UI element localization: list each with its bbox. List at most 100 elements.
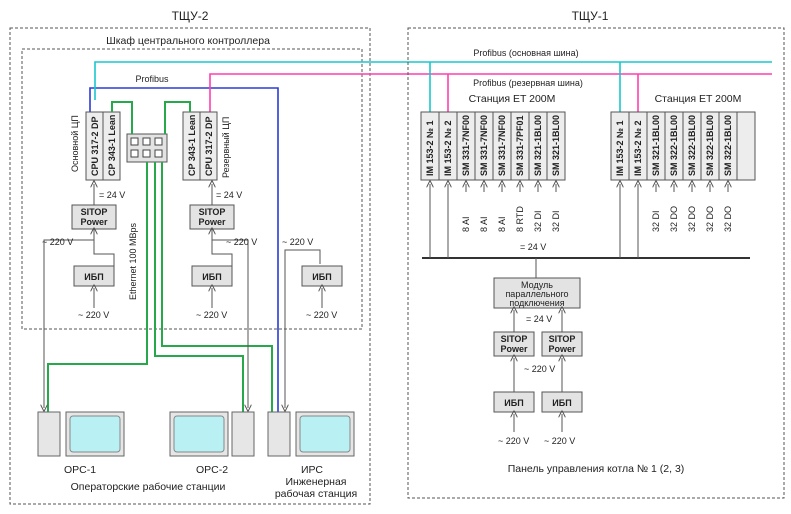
sitop-mid <box>189 204 235 230</box>
ethernet-cp-right <box>164 101 191 134</box>
station1-io-label-3: 8 AI <box>497 216 507 232</box>
parallel-module <box>493 277 581 309</box>
station1-io-label-5: 32 DI <box>533 210 543 232</box>
opc1-label: OPC-1 <box>64 464 96 476</box>
local-profibus-label: Profibus <box>135 74 169 84</box>
station1-module-label-6: SM 331-7PF01 <box>515 115 525 176</box>
parallel-module-line3: подключения <box>509 298 564 308</box>
cpu-primary-caption: Основной ЦП <box>70 115 80 172</box>
station1-io-label-1: 8 AI <box>461 216 471 232</box>
parallel-module-line1: Модуль <box>521 280 553 290</box>
cpu-rack-right: CP 343-1 Lean CPU 317-2 DP Резервный ЦП <box>182 111 231 181</box>
operator-stations-caption: Операторские рабочие станции <box>71 481 226 493</box>
station1-module-8 <box>546 111 566 181</box>
ethernet-cp-left <box>111 101 133 134</box>
ethernet-irs <box>161 162 273 412</box>
station1-module-label-3: SM 331-7NF00 <box>461 115 471 176</box>
station2-io-label-1: 32 DI <box>651 210 661 232</box>
station2-io-label-3: 32 DO <box>687 206 697 232</box>
sitop-right-2-line2: Power <box>548 344 576 354</box>
ethernet-opc1 <box>47 162 148 412</box>
right-v220-label-1: ~ 220 V <box>524 364 555 374</box>
profibus-main-label: Profibus (основная шина) <box>473 48 578 58</box>
parallel-module-line2: параллельного <box>505 289 568 299</box>
engineering-station-line2: рабочая станция <box>275 488 357 500</box>
tshu2-title: ТЩУ-2 <box>172 9 209 23</box>
engineering-station-line1: Инженерная <box>285 476 346 488</box>
cp-module-right-label: CP 343-1 Lean <box>187 115 197 176</box>
mid-v220-1: ~ 220 V <box>226 237 257 247</box>
irs-label: ИРС <box>301 464 323 476</box>
station1-io-label-2: 8 AI <box>479 216 489 232</box>
profibus-reserve-line <box>209 73 772 120</box>
ethernet-opc2 <box>154 162 244 412</box>
right-v220-2: ~ 220 V <box>306 310 337 320</box>
ups-mid-label: ИБП <box>202 272 221 282</box>
station2-io-label-2: 32 DO <box>669 206 679 232</box>
station2-module-label-5: SM 322-1BL00 <box>687 115 697 176</box>
ethernet-switch <box>126 133 168 163</box>
cp-module-left-label: CP 343-1 Lean <box>107 115 117 176</box>
station1-io-label-4: 8 RTD <box>515 206 525 232</box>
station1-title: Станция ET 200M <box>469 93 556 105</box>
right-v220-label-3: ~ 220 V <box>544 436 575 446</box>
tshu1-title: ТЩУ-1 <box>572 9 609 23</box>
cabinet-title: Шкаф центрального контроллера <box>106 35 270 47</box>
station2-module-label-1: IM 153-2 № 1 <box>615 120 625 176</box>
ups-right-label: ИБП <box>312 272 331 282</box>
left-v24-1: = 24 V <box>99 190 125 200</box>
station2-io-label-5: 32 DO <box>723 206 733 232</box>
station2-blank-slot-1 <box>736 111 756 181</box>
cpu-reserve-caption: Резервный ЦП <box>221 117 231 178</box>
sitop-right-2-line1: SITOP <box>549 334 576 344</box>
mid-v24: = 24 V <box>216 190 242 200</box>
tshu2-frame <box>9 27 371 505</box>
sitop-left-line2: Power <box>80 217 108 227</box>
left-v220-2: ~ 220 V <box>78 310 109 320</box>
station2-io-label-4: 32 DO <box>705 206 715 232</box>
station1-module-label-1: IM 153-2 № 1 <box>425 120 435 176</box>
sitop-left-line1: SITOP <box>81 207 108 217</box>
right-v24-label: = 24 V <box>526 314 552 324</box>
station2-module-label-7: SM 322-1BL00 <box>723 115 733 176</box>
ups-right-2-label: ИБП <box>552 398 571 408</box>
sitop-mid-line1: SITOP <box>199 207 226 217</box>
left-v220-1: ~ 220 V <box>42 237 73 247</box>
station1-module-label-8: SM 321-1BL00 <box>551 115 561 176</box>
cabinet-frame <box>21 48 363 330</box>
ups-left-label: ИБП <box>84 272 103 282</box>
opc1-workstation <box>37 411 125 457</box>
sitop-right-1-line1: SITOP <box>501 334 528 344</box>
cpu-module-reserve <box>199 111 218 181</box>
cpu-module-reserve-label: CPU 317-2 DP <box>204 116 214 176</box>
station1-module-label-4: SM 331-7NF00 <box>479 115 489 176</box>
panel-caption: Панель управления котла № 1 (2, 3) <box>508 463 685 475</box>
irs-workstation <box>267 411 355 457</box>
bus-v24-label: = 24 V <box>520 242 546 252</box>
station2-module-label-2: IM 153-2 № 2 <box>633 120 643 176</box>
station2-module-label-4: SM 322-1BL00 <box>669 115 679 176</box>
station1-rack: IM 153-2 № 1 IM 153-2 № 2 SM 331-7NF00 SM 3… <box>420 111 566 232</box>
profibus-main-line <box>94 61 772 100</box>
sitop-right-1-line2: Power <box>500 344 528 354</box>
station2-title: Станция ET 200M <box>655 93 742 105</box>
ups-right-1-label: ИБП <box>504 398 523 408</box>
opc2-label: OPC-2 <box>196 464 228 476</box>
profibus-reserve-label: Profibus (резервная шина) <box>473 78 583 88</box>
sitop-mid-line2: Power <box>198 217 226 227</box>
cpu-module-primary-label: CPU 317-2 DP <box>90 116 100 176</box>
station1-module-label-5: SM 331-7NF00 <box>497 115 507 176</box>
station1-module-label-7: SM 321-1BL00 <box>533 115 543 176</box>
station1-io-label-6: 32 DI <box>551 210 561 232</box>
ethernet-label: Ethernet 100 MBps <box>128 222 138 300</box>
opc2-workstation <box>169 411 255 457</box>
right-v220-label-2: ~ 220 V <box>498 436 529 446</box>
right-v220-1: ~ 220 V <box>282 237 313 247</box>
station1-module-label-2: IM 153-2 № 2 <box>443 120 453 176</box>
station2-module-label-6: SM 322-1BL00 <box>705 115 715 176</box>
cpu-rack-left: CPU 317-2 DP CP 343-1 Lean Основной ЦП <box>70 111 121 181</box>
mid-v220-2: ~ 220 V <box>196 310 227 320</box>
tshu1-frame <box>407 27 785 499</box>
